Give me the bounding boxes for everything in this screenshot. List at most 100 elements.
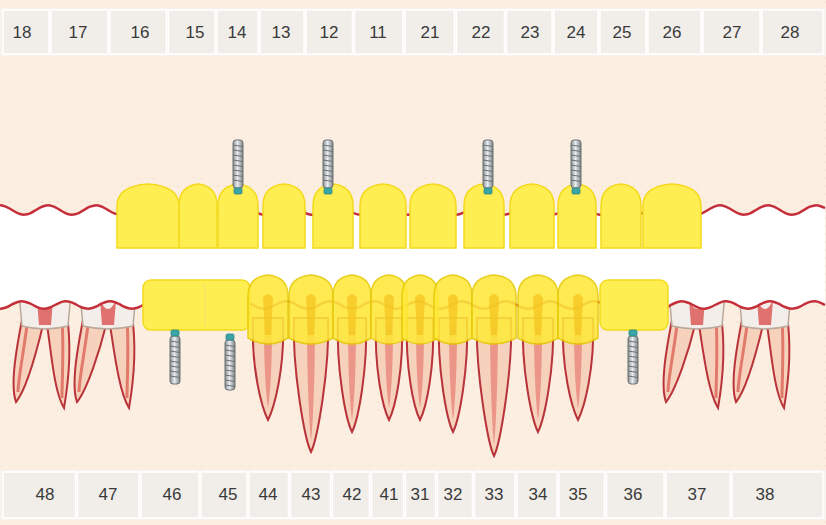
upper-crown [601,184,641,248]
implant-abutment [629,330,637,336]
crown-core [306,294,316,335]
implant-thread [323,155,333,157]
implant-abutment [226,334,234,340]
implant-thread [170,346,180,348]
number-cell [507,10,553,54]
implant-thread [483,175,493,177]
number-cell [306,10,353,54]
top-band [0,8,826,56]
implant-thread [483,155,493,157]
number-cell [607,472,665,518]
implant-thread [483,180,493,182]
dental-implant [233,140,243,194]
tooth-number: 17 [58,23,98,43]
lower-crown [558,275,598,344]
implant-body [233,140,243,188]
crown-core [533,294,543,335]
implant-thread [323,175,333,177]
tooth-number: 42 [332,485,372,505]
tooth-number: 47 [88,485,128,505]
root-canal [18,318,28,392]
number-cell [457,10,505,54]
implant-thread [233,150,243,152]
tooth-number: 13 [261,23,301,43]
implant-thread [170,371,180,373]
lower-crown [289,275,333,344]
root-canal [668,318,678,392]
implant-thread [225,370,235,372]
implant-thread [170,356,180,358]
implant-thread [483,145,493,147]
lower-crown [472,275,516,344]
tooth-number: 27 [712,23,752,43]
implant-thread [571,165,581,167]
implant-body [323,140,333,188]
implant-thread [483,170,493,172]
implant-thread [628,376,638,378]
implant-thread [571,180,581,182]
tooth-number: 33 [474,485,514,505]
upper-crown [360,184,406,248]
number-cell [355,10,404,54]
tooth-number: 35 [558,485,598,505]
upper-crown [558,184,596,248]
number-cell [648,10,701,54]
root-canal [126,318,130,398]
implant-thread [571,150,581,152]
upper-crown [313,184,353,248]
implant-thread [233,170,243,172]
dental-implant [225,334,235,390]
implant-thread [571,175,581,177]
implant-thread [571,155,581,157]
implant-thread [571,145,581,147]
upper-crown [643,184,701,248]
number-cell [110,10,167,54]
tooth-number: 32 [433,485,473,505]
implant-thread [571,170,581,172]
implant-thread [233,155,243,157]
number-cell [249,472,289,518]
dental-implant [170,330,180,384]
implant-abutment [572,188,580,194]
implant-abutment [324,188,332,194]
tooth-number: 34 [518,485,558,505]
implant-thread [170,351,180,353]
implant-thread [323,165,333,167]
number-cell [141,472,199,518]
crown-core [415,294,425,335]
number-cell [732,472,823,518]
number-cell [217,10,258,54]
implant-thread [483,165,493,167]
tooth-number: 11 [358,23,398,43]
lower-crown [248,275,288,344]
crown-core [263,294,273,335]
lower-bridge [600,280,668,330]
upper-crown [179,184,217,248]
number-cell [3,472,76,518]
tooth-number: 45 [208,485,248,505]
implant-thread [225,350,235,352]
dental-implant [323,140,333,194]
tooth-number: 48 [25,485,65,505]
tooth-number: 21 [410,23,450,43]
tooth-number: 43 [291,485,331,505]
tooth-number: 37 [677,485,717,505]
implant-abutment [234,188,242,194]
implant-thread [225,375,235,377]
tooth-number: 25 [602,23,642,43]
implant-thread [628,361,638,363]
tooth-number: 26 [652,23,692,43]
number-cell [78,472,140,518]
root-canal [715,318,719,398]
implant-thread [170,361,180,363]
number-cell [554,10,598,54]
bottom-band [0,470,826,520]
implant-thread [323,160,333,162]
implant-thread [170,341,180,343]
upper-crown [263,184,305,248]
crown-core [448,294,458,335]
implant-thread [483,150,493,152]
implant-thread [170,366,180,368]
